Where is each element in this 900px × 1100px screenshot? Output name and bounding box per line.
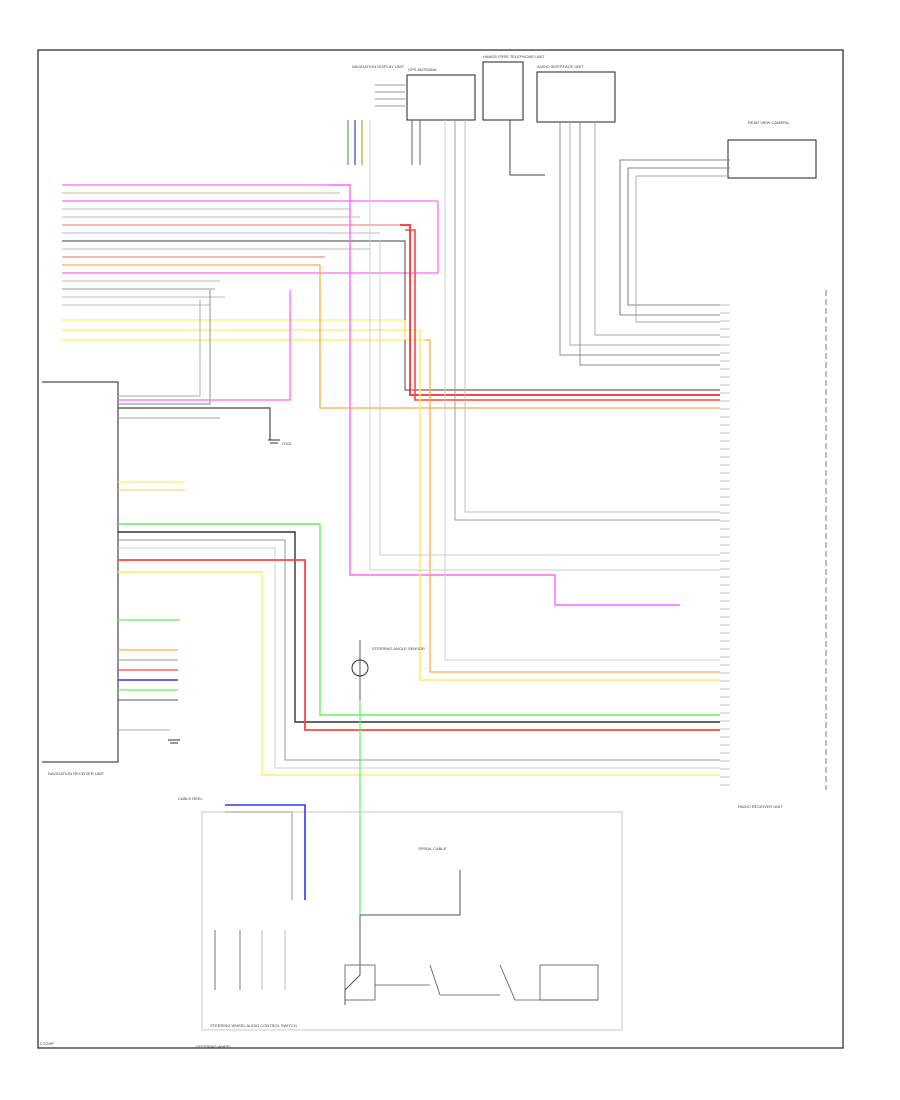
top-left-harness <box>62 184 438 341</box>
audio-pin-ticks <box>720 304 730 786</box>
spiral-cable-label: SPIRAL CABLE <box>418 846 447 851</box>
navigation-unit: NAVIGATION RECEIVER UNIT <box>42 381 119 776</box>
outer-frame <box>37 49 844 1049</box>
nav-output-wires <box>118 290 720 776</box>
steering-switch: CABLE REEL SPIRAL CABLE STEERING WHEEL A… <box>178 796 623 1049</box>
top-connector-box <box>406 74 476 121</box>
center-sensor-label: STEERING ANGLE SENSOR <box>372 646 425 651</box>
top-right-component-2-box <box>536 71 616 123</box>
steering-sub-label: STEERING WHEEL <box>196 1044 233 1049</box>
main-harness <box>319 120 730 681</box>
top-right-component-1-box <box>482 61 524 121</box>
cable-reel-label: CABLE REEL <box>178 796 203 801</box>
navigation-unit-label: NAVIGATION RECEIVER UNIT <box>48 771 105 776</box>
audio-unit-label: RADIO RECEIVER UNIT <box>738 804 783 809</box>
top-components: NAVIGATION DISPLAY UNIT GPS ANTENNA HAND… <box>352 54 616 123</box>
footer-code: CTGHP <box>40 1041 54 1046</box>
steering-switch-label: STEERING WHEEL AUDIO CONTROL SWITCH <box>210 1023 297 1028</box>
rear-camera: REAR VIEW CAMERA <box>727 120 817 179</box>
top-mid-component-label: GPS ANTENNA <box>408 67 437 72</box>
top-left-component-label: NAVIGATION DISPLAY UNIT <box>352 64 405 69</box>
ground-label: G101 <box>282 441 293 446</box>
top-right-component-1-label: HANDS FREE TELEPHONE UNIT <box>483 54 545 59</box>
ground-symbols: G101 <box>168 439 293 744</box>
rear-camera-label: REAR VIEW CAMERA <box>748 120 789 125</box>
center-sensor: STEERING ANGLE SENSOR <box>351 640 425 915</box>
audio-unit: RADIO RECEIVER UNIT <box>738 290 827 809</box>
top-right-component-2-label: AUDIO INTERFACE UNIT <box>537 64 584 69</box>
